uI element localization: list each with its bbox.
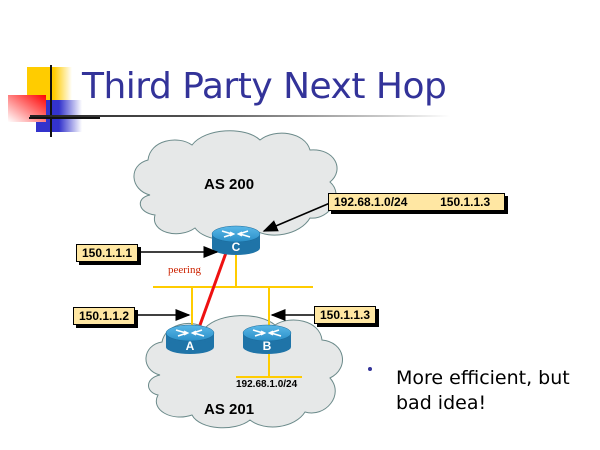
as200-cloud	[133, 130, 338, 241]
svg-text:B: B	[263, 339, 272, 353]
bullet-text: More efficient, but bad idea!	[396, 367, 570, 414]
route-entry-box: 192.68.1.0/24 150.1.1.3	[328, 193, 505, 211]
svg-text:A: A	[186, 339, 195, 353]
slide-title: Third Party Next Hop	[82, 66, 447, 107]
router-b-ip-label: 150.1.1.3	[314, 306, 377, 324]
as201-label: AS 201	[204, 401, 255, 418]
as201-network-label: 192.68.1.0/24	[236, 379, 298, 390]
router-b-icon: B	[242, 324, 292, 355]
bullet-icon	[368, 367, 372, 371]
as200-label: AS 200	[204, 176, 255, 193]
router-a-ip-label: 150.1.1.2	[73, 307, 136, 325]
peering-link	[198, 249, 229, 326]
router-c-icon: C	[211, 225, 261, 256]
router-a-icon: A	[165, 324, 215, 355]
svg-text:C: C	[232, 240, 241, 254]
arrow-route-to-c	[262, 202, 331, 232]
title-underline	[30, 115, 450, 117]
peering-label: peering	[168, 264, 201, 276]
route-prefix: 192.68.1.0/24	[334, 195, 408, 209]
router-c-ip-label: 150.1.1.1	[76, 244, 139, 262]
route-next-hop: 150.1.1.3	[440, 195, 491, 209]
